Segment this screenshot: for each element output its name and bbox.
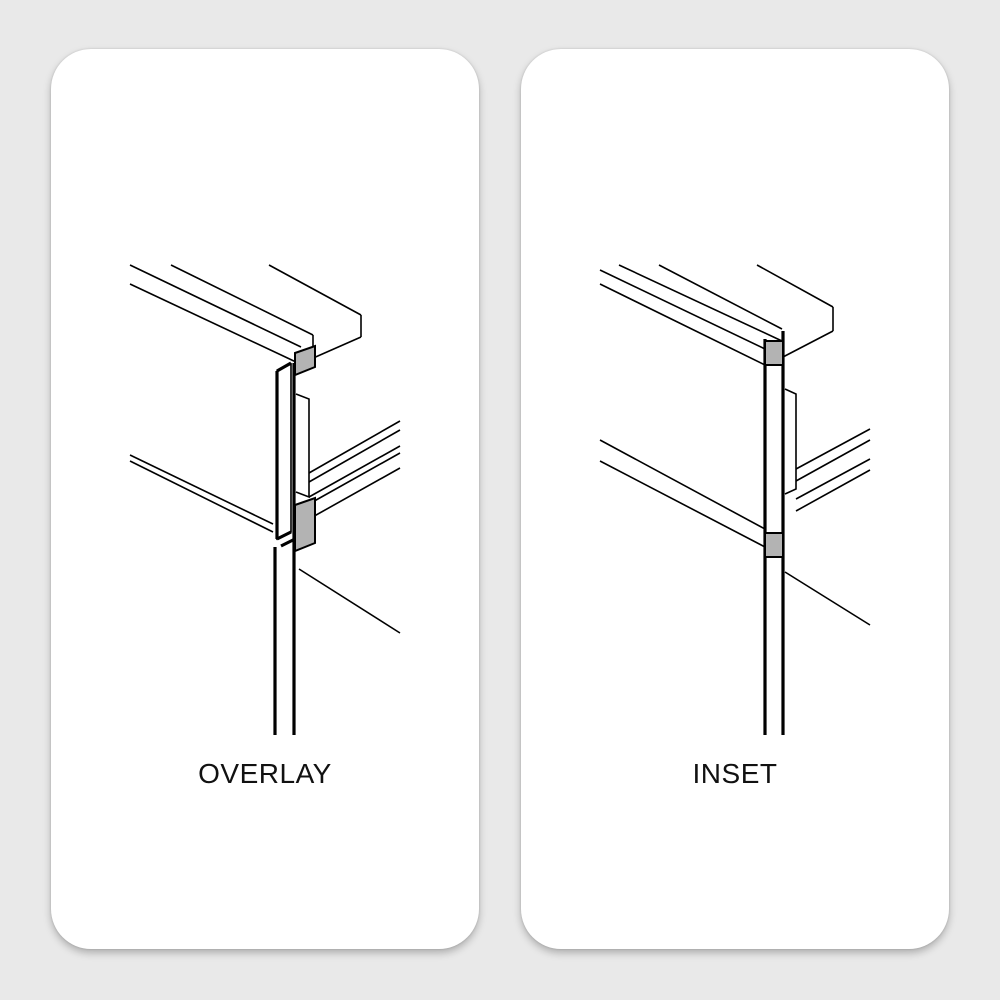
inset-lower-hinge bbox=[764, 532, 784, 558]
overlay-upper-hinge bbox=[294, 344, 316, 377]
overlay-diagram bbox=[129, 264, 401, 735]
inset-panel: INSET bbox=[521, 49, 949, 949]
overlay-label: OVERLAY bbox=[198, 758, 332, 789]
inset-cabinet-body bbox=[599, 388, 871, 626]
overlay-cabinet-body bbox=[129, 393, 401, 634]
overlay-door bbox=[273, 361, 296, 735]
inset-upper-hinge bbox=[764, 340, 784, 366]
overlay-lower-hinge bbox=[294, 496, 316, 553]
overlay-top-shelf bbox=[129, 264, 362, 363]
inset-hinges bbox=[764, 340, 784, 558]
inset-label: INSET bbox=[692, 758, 778, 789]
inset-top-shelf bbox=[599, 264, 834, 366]
overlay-hinges bbox=[280, 344, 316, 553]
overlay-panel: OVERLAY bbox=[51, 49, 479, 949]
inset-diagram bbox=[599, 264, 871, 735]
